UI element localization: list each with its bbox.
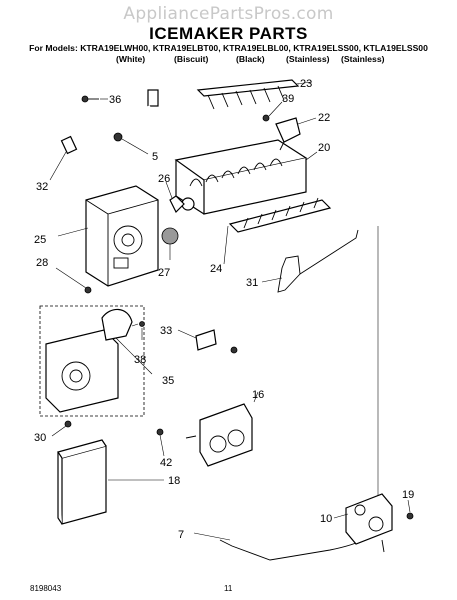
callout-28: 28 [36,257,48,269]
screw-33b [230,346,238,354]
page-title: ICEMAKER PARTS [149,24,308,43]
doc-number: 8198043 [30,584,62,593]
screw-19 [406,499,414,520]
callout-24: 24 [210,263,222,275]
screw-30 [51,420,72,437]
callout-38: 38 [134,354,146,366]
color-label-stainless-2: (Stainless) [341,54,385,64]
stripper-24 [223,197,332,265]
callout-20: 20 [318,142,330,154]
motor-assembly-box-35 [39,305,153,417]
callout-42: 42 [160,457,172,469]
callout-33: 33 [160,325,172,337]
icemaker-tray-20 [174,139,318,215]
watermark: AppliancePartsPros.com [123,4,334,24]
callout-35: 35 [162,375,174,387]
screw-38 [131,321,145,340]
callout-19: 19 [402,489,414,501]
motor-housing-25 [57,185,159,287]
shutoff-arm-31 [261,229,359,293]
water-valve-16 [185,391,259,467]
color-label-biscuit: (Biscuit) [174,54,209,64]
screw-36 [81,95,108,103]
page-number: 11 [224,584,233,593]
callout-31: 31 [246,277,258,289]
thermostat-27 [161,227,179,260]
fill-cup-22 [275,117,317,151]
color-label-stainless-1: (Stainless) [286,54,330,64]
callout-18: 18 [168,475,180,487]
ejector-23 [196,79,313,110]
screw-28 [55,267,92,294]
callout-30: 30 [34,432,46,444]
cover-18 [57,439,164,525]
models-line: For Models: KTRA19ELWH00, KTRA19ELBT00, … [29,43,428,53]
callout-36: 36 [109,94,121,106]
color-label-black: (Black) [236,54,265,64]
callout-5: 5 [152,151,158,163]
callout-27: 27 [158,267,170,279]
callout-39: 39 [282,93,294,105]
callout-22: 22 [318,112,330,124]
mold-heater-26 [165,181,185,214]
callout-25: 25 [34,234,46,246]
inlet-valve-10 [333,493,393,553]
wire-harness-32 [49,89,159,181]
screw-39 [262,101,283,122]
color-label-white: (White) [116,54,146,64]
callout-10: 10 [320,513,332,525]
screw-42 [156,428,165,457]
callout-23: 23 [300,78,312,90]
callout-7: 7 [178,529,184,541]
bracket-33 [177,329,217,351]
callout-26: 26 [158,173,170,185]
callout-32: 32 [36,181,48,193]
screw-5 [113,132,149,155]
callout-16: 16 [252,389,264,401]
